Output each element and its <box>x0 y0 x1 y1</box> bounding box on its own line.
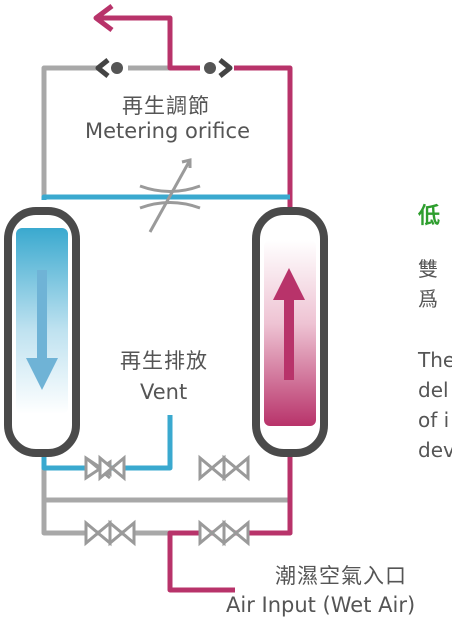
right-desiccant-tower <box>252 207 328 457</box>
valve-2c-icon <box>198 519 226 547</box>
side-zh-line: 爲 <box>418 287 438 311</box>
valve-2d-icon <box>222 519 250 547</box>
vent-label-en: Vent <box>140 380 188 404</box>
side-heading: 低 <box>418 204 441 229</box>
valve-row-2 <box>84 519 250 547</box>
outlet-arrow-head <box>93 4 114 32</box>
check-valve-right-icon <box>204 58 233 78</box>
valve-1c-icon <box>198 454 226 482</box>
side-en-line: The <box>418 348 452 372</box>
pink-piping <box>100 15 293 593</box>
side-en-line: del <box>418 378 449 402</box>
check-valve-left-icon <box>95 58 123 78</box>
metering-label-zh: 再生調節 <box>122 94 210 118</box>
up-arrow-icon <box>273 268 305 380</box>
valve-2b-icon <box>108 519 136 547</box>
valve-row-1 <box>84 454 250 482</box>
vent-label-zh: 再生排放 <box>120 349 208 373</box>
metering-label-en: Metering orifice <box>85 119 250 143</box>
air-input-label-zh: 潮濕空氣入口 <box>275 564 407 588</box>
side-en-line: of i <box>418 408 450 432</box>
air-input-label-en: Air Input (Wet Air) <box>226 593 416 617</box>
valve-2a-icon <box>84 519 112 547</box>
valve-1d-icon <box>222 454 250 482</box>
valve-1b-icon <box>98 454 126 482</box>
side-zh-line: 雙 <box>418 257 438 281</box>
side-en-line: dev <box>418 438 452 462</box>
metering-orifice-icon <box>139 158 201 233</box>
left-desiccant-tower <box>4 207 80 457</box>
down-arrow-icon <box>26 270 58 390</box>
